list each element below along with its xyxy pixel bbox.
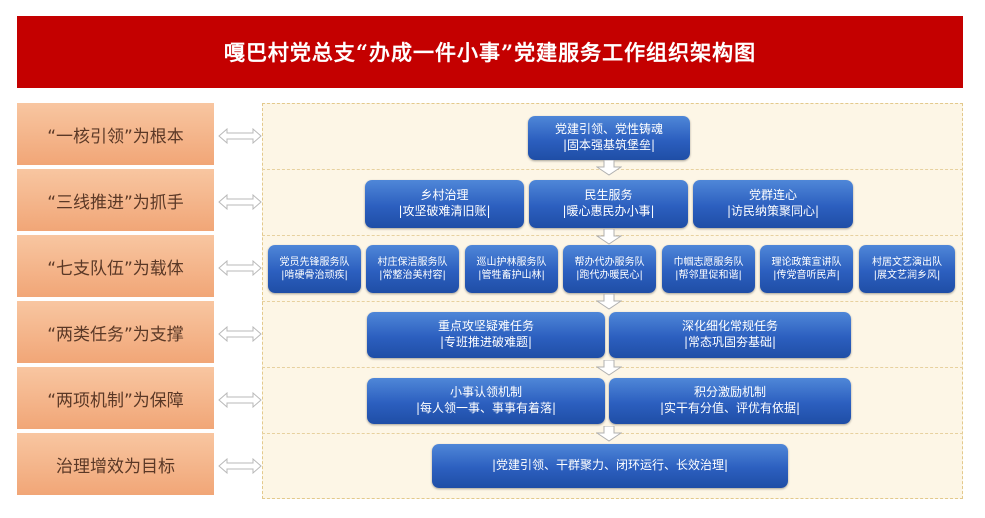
core-subtitle: |固本强基筑堡垒| — [562, 138, 656, 152]
three-lines-box: 党群连心 |访民纳策聚同心| — [693, 180, 853, 228]
double-arrow-icon — [218, 260, 262, 276]
double-arrow-icon — [218, 458, 262, 474]
task-box: 重点攻坚疑难任务 |专班推进破难题| — [367, 312, 605, 358]
double-arrow-icon — [218, 326, 262, 342]
three-lines-title: 民生服务 — [584, 188, 633, 203]
title-banner: 嘎巴村党总支“办成一件小事”党建服务工作组织架构图 — [17, 16, 963, 88]
team-name: 党员先锋服务队 — [279, 257, 350, 268]
double-arrow-icon — [218, 194, 262, 210]
double-arrow-icon — [218, 128, 262, 144]
team-duty: |常整治美村容| — [379, 270, 446, 281]
three-lines-title: 乡村治理 — [420, 188, 469, 203]
mechanism-subtitle: |实干有分值、评优有依据| — [659, 401, 801, 415]
team-duty: |管牲畜护山林| — [478, 270, 545, 281]
core-box: 党建引领、党性铸魂 |固本强基筑堡垒| — [528, 116, 690, 160]
layer-label-goal: 治理增效为目标 — [17, 433, 214, 497]
task-subtitle: |常态巩固夯基础| — [683, 335, 777, 349]
layer-label-two-tasks: “两类任务”为支撑 — [17, 301, 214, 365]
team-name: 帮办代办服务队 — [574, 257, 645, 268]
three-lines-subtitle: |访民纳策聚同心| — [726, 204, 820, 218]
task-title: 深化细化常规任务 — [681, 319, 778, 334]
three-lines-box: 乡村治理 |攻坚破难清旧账| — [365, 180, 524, 228]
three-lines-box: 民生服务 |暖心惠民办小事| — [529, 180, 688, 228]
team-duty: |帮邻里促和谐| — [675, 270, 742, 281]
down-arrow-icon — [596, 294, 622, 310]
core-title: 党建引领、党性铸魂 — [554, 122, 663, 137]
team-box: 巾帼志愿服务队 |帮邻里促和谐| — [662, 245, 755, 293]
team-duty: |展文艺润乡风| — [873, 270, 941, 281]
three-lines-subtitle: |暖心惠民办小事| — [562, 204, 655, 218]
team-duty: |啃硬骨治顽疾| — [281, 270, 348, 281]
task-title: 重点攻坚疑难任务 — [437, 319, 534, 334]
task-box: 深化细化常规任务 |常态巩固夯基础| — [609, 312, 851, 358]
team-box: 巡山护林服务队 |管牲畜护山林| — [465, 245, 558, 293]
task-subtitle: |专班推进破难题| — [439, 335, 533, 349]
three-lines-subtitle: |攻坚破难清旧账| — [398, 204, 491, 218]
team-name: 理论政策宣讲队 — [771, 257, 842, 268]
team-duty: |传党音听民声| — [773, 270, 840, 281]
mechanism-box: 小事认领机制 |每人领一事、事事有着落| — [367, 378, 605, 424]
layer-label-core: “一核引领”为根本 — [17, 103, 214, 167]
down-arrow-icon — [596, 160, 622, 176]
double-arrow-icon — [218, 392, 262, 408]
team-name: 巾帼志愿服务队 — [673, 257, 744, 268]
three-lines-title: 党群连心 — [748, 188, 797, 203]
team-name: 巡山护林服务队 — [476, 257, 547, 268]
mechanism-subtitle: |每人领一事、事事有着落| — [415, 401, 557, 415]
team-box: 理论政策宣讲队 |传党音听民声| — [760, 245, 853, 293]
mechanism-box: 积分激励机制 |实干有分值、评优有依据| — [609, 378, 851, 424]
team-box: 帮办代办服务队 |跑代办暖民心| — [563, 245, 656, 293]
page-title: 嘎巴村党总支“办成一件小事”党建服务工作组织架构图 — [223, 40, 757, 65]
team-box: 村居文艺演出队 |展文艺润乡风| — [859, 245, 955, 293]
layer-label-seven-teams: “七支队伍”为载体 — [17, 235, 214, 299]
team-box: 党员先锋服务队 |啃硬骨治顽疾| — [268, 245, 361, 293]
mechanism-title: 小事认领机制 — [449, 385, 522, 400]
mechanism-title: 积分激励机制 — [693, 385, 766, 400]
layer-label-three-lines: “三线推进”为抓手 — [17, 169, 214, 233]
goal-box: |党建引领、干群聚力、闭环运行、长效治理| — [432, 444, 788, 488]
team-name: 村庄保洁服务队 — [377, 257, 448, 268]
layer-label-two-mechanisms: “两项机制”为保障 — [17, 367, 214, 431]
down-arrow-icon — [596, 229, 622, 245]
team-duty: |跑代办暖民心| — [576, 270, 643, 281]
down-arrow-icon — [596, 360, 622, 376]
goal-text: |党建引领、干群聚力、闭环运行、长效治理| — [491, 458, 729, 473]
down-arrow-icon — [596, 426, 622, 442]
team-name: 村居文艺演出队 — [872, 257, 942, 268]
team-box: 村庄保洁服务队 |常整治美村容| — [366, 245, 459, 293]
